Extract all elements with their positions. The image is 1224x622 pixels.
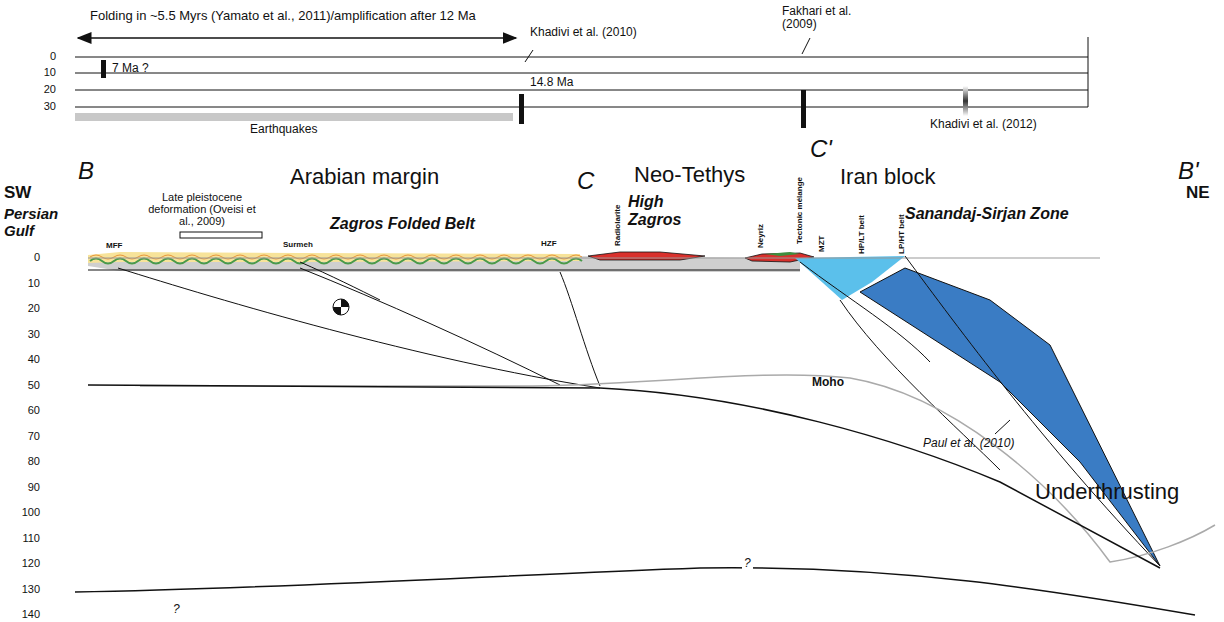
axis-tick: 20 (30, 83, 56, 95)
area-name: Persian Gulf (4, 206, 74, 239)
unit-name: HP/LT belt (858, 215, 867, 254)
depth-tick: 80 (8, 455, 40, 467)
depth-tick: 90 (8, 481, 40, 493)
depth-tick: 30 (8, 328, 40, 340)
reference: Paul et al. (2010) (923, 437, 1014, 450)
timeline-note: Folding in ~5.5 Myrs (Yamato et al., 201… (90, 9, 476, 23)
depth-tick: 60 (8, 404, 40, 416)
unit-name: Tectonic mélange (796, 177, 805, 244)
band-label: Earthquakes (250, 123, 317, 136)
unit-name: LP/HT belt (898, 214, 907, 254)
section-end: B' (1178, 158, 1199, 184)
age-label: 14.8 Ma (530, 76, 573, 89)
axis-tick: 0 (30, 50, 56, 62)
fault-name: MZT (818, 236, 827, 252)
domain-name: Iran block (840, 165, 935, 189)
direction: NE (1186, 184, 1210, 203)
direction: SW (4, 184, 31, 203)
fault-name: MFF (106, 242, 122, 251)
unit-name: Radiolarite (614, 205, 623, 246)
reference: Fakhari et al. (2009) (782, 5, 872, 31)
section-point: C (577, 168, 594, 194)
zone-name: Sanandaj-Sirjan Zone (905, 205, 1069, 223)
depth-tick: 20 (8, 302, 40, 314)
axis-tick: 10 (30, 66, 56, 78)
depth-tick: 0 (8, 251, 40, 263)
depth-tick: 140 (8, 608, 40, 620)
domain-name: Neo-Tethys (634, 163, 745, 187)
depth-tick: 50 (8, 379, 40, 391)
note: Late pleistocene deformation (Oveisi et … (142, 191, 262, 227)
depth-tick: 120 (8, 557, 40, 569)
depth-tick: 100 (8, 506, 40, 518)
axis-tick: 30 (30, 100, 56, 112)
reference: Khadivi et al. (2012) (930, 118, 1037, 131)
unit-name: Neyriz (757, 224, 766, 248)
uncertainty-mark: ? (171, 603, 182, 616)
zone-name: Zagros Folded Belt (330, 215, 475, 233)
process-label: Underthrusting (1035, 480, 1179, 504)
depth-tick: 130 (8, 583, 40, 595)
section-end: B (78, 158, 94, 184)
boundary-name: Moho (812, 376, 844, 389)
fault-name: HZF (541, 240, 557, 249)
depth-tick: 10 (8, 277, 40, 289)
age-label: 7 Ma ? (112, 62, 149, 75)
fault-name: Surmeh (283, 241, 313, 250)
zone-name: High Zagros (628, 193, 700, 228)
uncertainty-mark: ? (742, 557, 753, 570)
depth-tick: 110 (8, 532, 40, 544)
reference: Khadivi et al. (2010) (530, 26, 637, 39)
depth-tick: 40 (8, 353, 40, 365)
domain-name: Arabian margin (290, 165, 439, 189)
section-point: C' (810, 136, 832, 162)
depth-tick: 70 (8, 430, 40, 442)
